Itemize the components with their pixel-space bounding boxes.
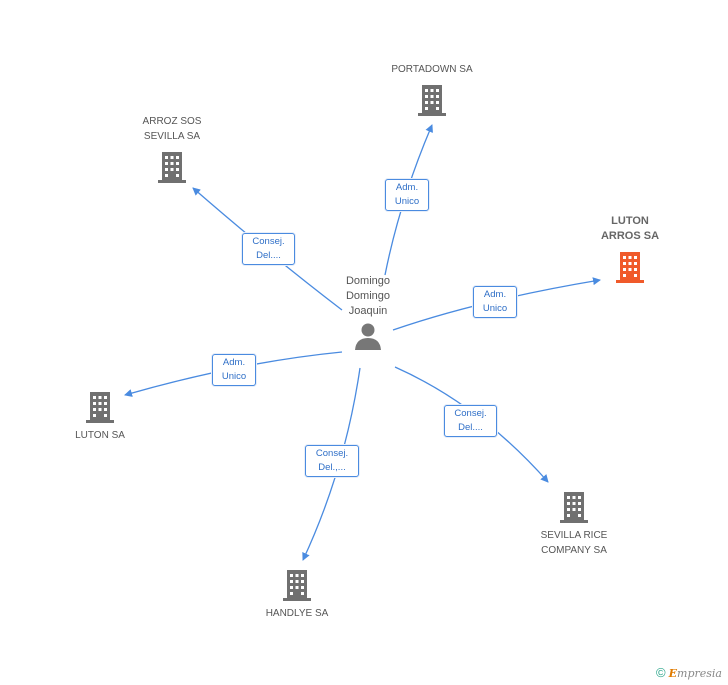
company-node-luton-arros[interactable]: LUTON ARROS SA xyxy=(580,214,680,284)
building-icon xyxy=(616,252,644,283)
edge-label-luton[interactable]: Adm. Unico xyxy=(212,354,256,386)
building-icon xyxy=(283,570,311,601)
edge-role-line1: Consej. xyxy=(252,236,285,247)
company-node-sevilla-rice[interactable]: SEVILLA RICE COMPANY SA xyxy=(522,490,626,558)
footer-brand: © Empresia xyxy=(656,665,722,680)
edge-role-line2: Unico xyxy=(221,371,247,382)
edge-label-sevilla-rice[interactable]: Consej. Del.... xyxy=(444,405,497,437)
person-icon xyxy=(355,323,381,350)
edge-role-line2: Del.... xyxy=(256,250,281,261)
edge-role-line2: Unico xyxy=(482,303,508,314)
edge-role-line1: Adm. xyxy=(222,357,246,368)
company-node-portadown[interactable]: PORTADOWN SA xyxy=(372,62,492,117)
brand-rest: mpresia xyxy=(677,667,722,680)
company-node-arroz[interactable]: ARROZ SOS SEVILLA SA xyxy=(122,114,222,184)
company-node-luton[interactable]: LUTON SA xyxy=(50,390,150,443)
edge-role-line1: Consej. xyxy=(454,408,487,419)
company-label-sevilla-rice: SEVILLA RICE COMPANY SA xyxy=(540,530,608,556)
company-label-handlye: HANDLYE SA xyxy=(265,608,329,619)
edge-role-line1: Adm. xyxy=(483,289,507,300)
copyright-symbol: © xyxy=(655,665,666,680)
company-label-luton-arros: LUTON ARROS SA xyxy=(600,215,660,242)
edge-role-line1: Adm. xyxy=(395,182,419,193)
person-name: Domingo Domingo Joaquin xyxy=(345,275,391,317)
building-icon xyxy=(86,392,114,423)
edge-role-line2: Del.... xyxy=(458,422,483,433)
edge-role-line1: Consej. xyxy=(315,448,349,459)
brand-logo: Empresia xyxy=(669,667,722,680)
edge-role-line2: Unico xyxy=(394,196,420,207)
brand-initial: E xyxy=(668,667,678,680)
company-label-luton: LUTON SA xyxy=(75,430,125,441)
edge-label-luton-arros[interactable]: Adm. Unico xyxy=(473,286,517,318)
building-icon xyxy=(158,152,186,183)
building-icon xyxy=(560,492,588,523)
company-label-portadown: PORTADOWN SA xyxy=(391,64,473,75)
edge-label-portadown[interactable]: Adm. Unico xyxy=(385,179,429,211)
company-node-handlye[interactable]: HANDLYE SA xyxy=(247,568,347,621)
edge-label-handlye[interactable]: Consej. Del.,... xyxy=(305,445,359,477)
edge-label-arroz[interactable]: Consej. Del.... xyxy=(242,233,295,265)
company-label-arroz: ARROZ SOS SEVILLA SA xyxy=(142,116,202,142)
edge-role-line2: Del.,... xyxy=(318,462,346,473)
person-node[interactable]: Domingo Domingo Joaquin xyxy=(330,274,406,351)
building-icon xyxy=(418,85,446,116)
